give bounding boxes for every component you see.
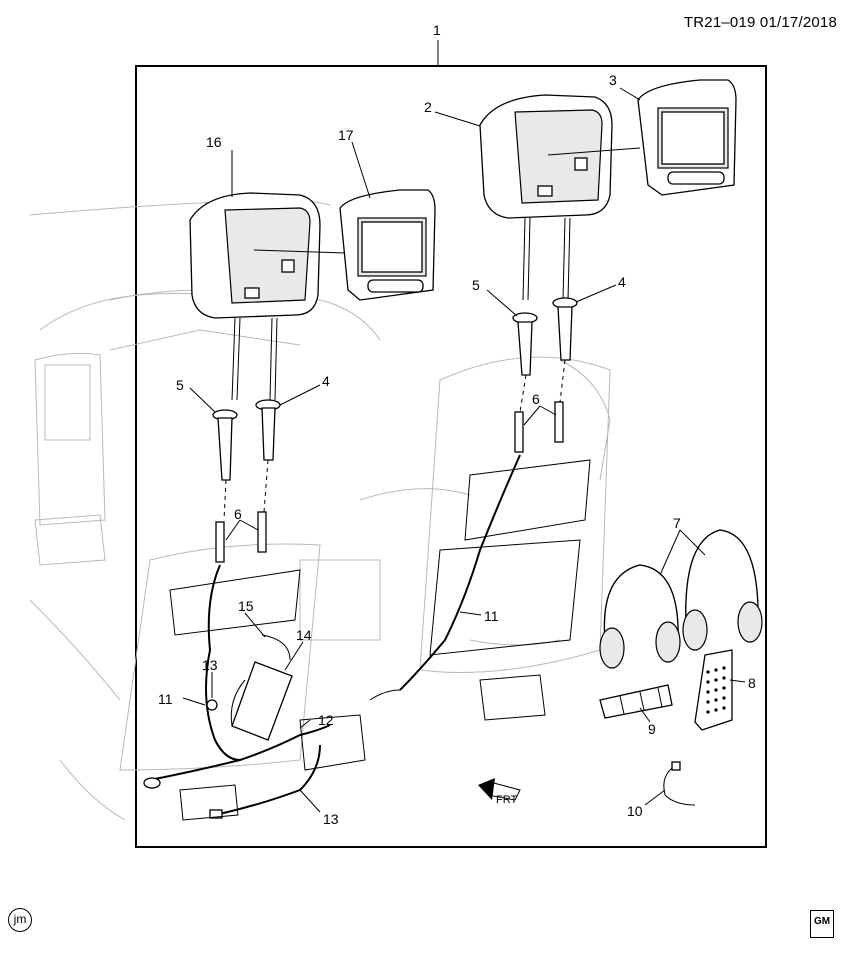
leader-lines <box>182 40 746 813</box>
callout-6-left: 6 <box>234 506 242 522</box>
assembly-guide-lines <box>223 359 566 521</box>
callout-numbers: 1 2 3 4 4 5 5 6 6 7 8 9 10 11 11 12 13 1… <box>158 22 756 827</box>
right-seat-back-frame <box>419 356 611 673</box>
callout-13-lower: 13 <box>323 811 339 827</box>
left-wiring-harness <box>143 564 331 819</box>
right-video-screen <box>637 79 737 196</box>
callout-13-upper: 13 <box>202 657 218 673</box>
left-headrest-guides <box>212 399 281 481</box>
callout-2: 2 <box>424 99 432 115</box>
callout-15: 15 <box>238 598 254 614</box>
callout-10: 10 <box>627 803 643 819</box>
headphone-pads <box>599 684 673 719</box>
callout-6-right: 6 <box>532 391 540 407</box>
dvd-module <box>230 634 293 741</box>
callout-4-right: 4 <box>618 274 626 290</box>
front-arrow-label: FRT <box>496 794 517 806</box>
callout-17: 17 <box>338 127 354 143</box>
callout-9: 9 <box>648 721 656 737</box>
callout-11-right: 11 <box>484 608 499 624</box>
cable-clip <box>663 761 696 806</box>
guide-clips <box>215 401 564 563</box>
right-wiring-harness <box>369 454 521 701</box>
remote-control <box>694 649 733 731</box>
floor-console-brackets <box>179 674 546 821</box>
left-seat-back-frame <box>119 543 321 771</box>
callout-5-right: 5 <box>472 277 480 293</box>
left-video-screen <box>339 189 436 301</box>
callout-11-left: 11 <box>158 691 173 707</box>
gm-logo: GM <box>810 910 834 938</box>
diagram-frame <box>135 65 767 848</box>
callout-16: 16 <box>206 134 222 150</box>
right-headrest <box>479 94 613 301</box>
left-headrest <box>189 192 321 401</box>
front-direction-arrow: FRT <box>478 778 521 806</box>
callout-1: 1 <box>433 22 441 38</box>
callout-8: 8 <box>748 675 756 691</box>
callout-3: 3 <box>609 72 617 88</box>
document-code: TR21–019 01/17/2018 <box>683 14 837 31</box>
jm-logo: jm <box>8 908 32 932</box>
right-headrest-guides <box>512 297 578 376</box>
callout-5-left: 5 <box>176 377 184 393</box>
wireless-headphones <box>599 529 763 669</box>
callout-7: 7 <box>673 515 681 531</box>
callout-4-left: 4 <box>322 373 330 389</box>
callout-14: 14 <box>296 627 312 643</box>
callout-12: 12 <box>318 712 334 728</box>
